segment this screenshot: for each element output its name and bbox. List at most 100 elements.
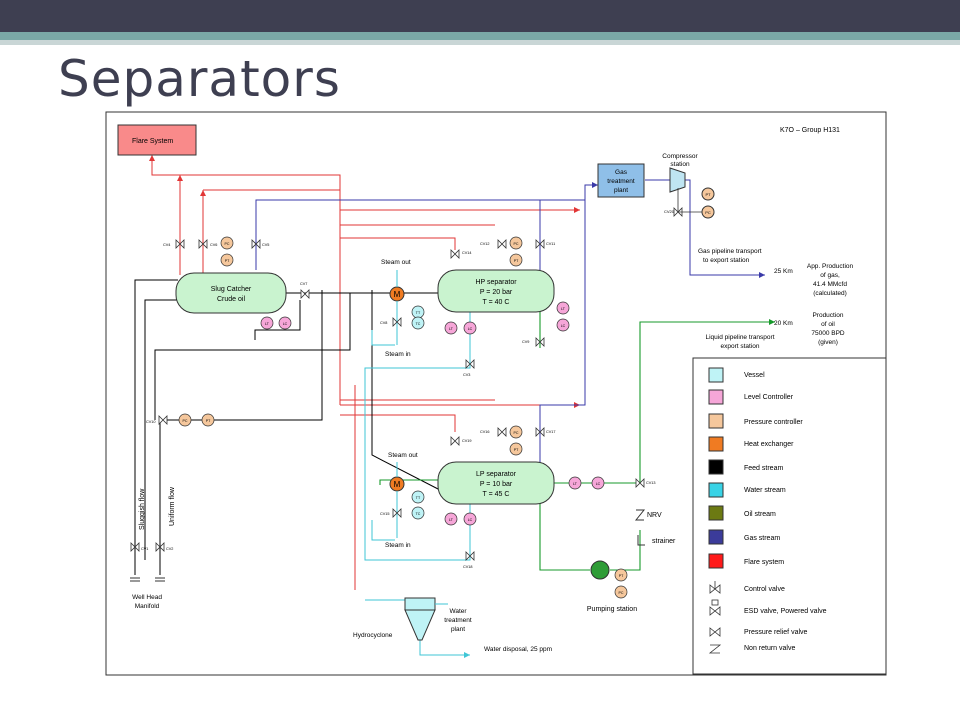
tag-lc-4: LC [468,518,473,522]
flare-lines [151,155,580,590]
legend-relief: Pressure relief valve [744,629,808,636]
legend-vessel: Vessel [744,372,765,379]
gas-prod-4: (calculated) [813,290,847,297]
gas-prod-2: of gas, [820,272,840,279]
compressor-icon [669,167,686,193]
lp-heat-m: M [394,480,401,489]
tag-lt-4: LT [449,518,454,522]
hp-separator-vessel [437,269,555,313]
hydrocyclone-top [404,597,436,611]
slug-label-1: Slug Catcher [211,286,252,293]
oil-prod-2: of oil [821,321,835,328]
wellhead-label-2: Manifold [135,603,160,610]
flare-label: Flare System [132,138,173,145]
tag-lt-5: LT [573,482,578,486]
tag-tc-1: TC [416,322,421,326]
wellhead-label-1: Well Head [132,594,162,601]
control-valves [130,239,645,561]
lp-label-1: LP separator [476,471,517,478]
tag-lc-2: LC [468,327,473,331]
legend-gas-swatch [708,529,724,545]
gasplant-label-2: treatment [607,178,635,185]
tag-cv9: CV9 [522,340,529,344]
legend-flare-swatch [708,553,724,569]
tag-pt-2: PT [514,259,519,263]
gas-pipeline-label-1: Gas pipeline transport [698,248,762,255]
nonreturn-valve-icon [708,644,722,654]
accent-stripe [0,32,960,40]
tag-pc-5: PC [619,591,624,595]
gas-treatment-plant-box [597,163,645,198]
lp-steam-in: Steam in [385,542,411,549]
lp-label-2: P = 10 bar [480,481,513,488]
tag-cv15: CV15 [380,512,390,516]
tag-cv4: CV4 [163,243,170,247]
esd-valve-icon [709,606,721,616]
relief-valve-icon [709,627,721,637]
accent-stripe-light [0,40,960,45]
strainer-label: strainer [652,538,676,545]
uniform-flow-label: Uniform flow [169,486,176,526]
hp-heat-m: M [394,290,401,299]
tag-cv13: CV13 [646,481,656,485]
hydrocyclone-cone [404,609,436,641]
tag-pt-5: PT [619,574,624,578]
gasplant-label-1: Gas [615,169,628,176]
tag-cv18: CV18 [463,565,473,569]
legend-heat: Heat exchanger [744,441,794,448]
hp-label-3: T = 40 C [483,299,510,306]
lp-separator-vessel [437,461,555,505]
hp-label-2: P = 20 bar [480,289,513,296]
tag-cv12: CV12 [480,242,490,246]
tag-lt-3: LT [561,307,566,311]
tag-cv14: CV14 [462,251,472,255]
tag-lt-2: LT [449,327,454,331]
flare-system-box [117,124,197,156]
legend-control: Control valve [744,586,785,593]
pump-icon [590,560,610,580]
water-treatment-2: treatment [444,617,472,624]
nrv-label: NRV [647,512,662,519]
gas-pipeline-label-2: to export station [703,257,750,264]
legend-pressure-swatch [708,413,724,429]
water-treatment-3: plant [451,626,465,633]
hp-steam-in: Steam in [385,351,411,358]
legend-gas: Gas stream [744,535,780,542]
lp-label-3: T = 45 C [483,491,510,498]
tag-cv8: CV8 [380,321,387,325]
cv20-tag: CV20 [664,209,675,214]
tag-lc-3: LC [561,324,566,328]
legend-level: Level Controller [744,394,794,401]
water-treatment-1: Water [449,608,467,615]
tag-cv7: CV7 [300,282,307,286]
legend-pressure: Pressure controller [744,419,803,426]
slug-label-2: Crude oil [217,296,245,303]
tag-tc-2: TC [416,512,421,516]
tag-cv19: CV19 [462,439,472,443]
instrument-bubbles [178,236,628,599]
gas-prod-1: App. Production [807,263,854,270]
legend-nonreturn: Non return valve [744,645,795,652]
gas-lines [255,179,765,463]
oil-prod-3: 75000 BPD [811,330,845,337]
compressor-label-2: station [670,161,690,168]
slug-catcher-vessel [175,272,287,314]
compressor-label-1: Compressor [662,153,698,160]
water-disposal-label: Water disposal, 25 ppm [484,646,552,653]
tag-lt-1: LT [265,322,270,326]
tag-cv6: CV6 [210,243,217,247]
gasplant-label-3: plant [614,187,628,194]
tag-pt-4: PT [514,448,519,452]
sluggish-flow-label: Sluggish flow [139,488,146,530]
oil-km-label: 20 Km [774,320,793,327]
liquid-pipeline-2: export station [720,343,759,350]
compressor-pt-tag: PT [705,192,711,197]
tag-cv2: CV2 [166,547,173,551]
legend-heat-swatch [708,436,724,452]
tag-cv17: CV17 [546,430,556,434]
tag-pt-1: PT [225,259,230,263]
legend-feed: Feed stream [744,465,783,472]
hp-label-1: HP separator [475,279,517,286]
lp-steam-out: Steam out [388,452,418,459]
tag-cv11: CV11 [546,242,555,246]
